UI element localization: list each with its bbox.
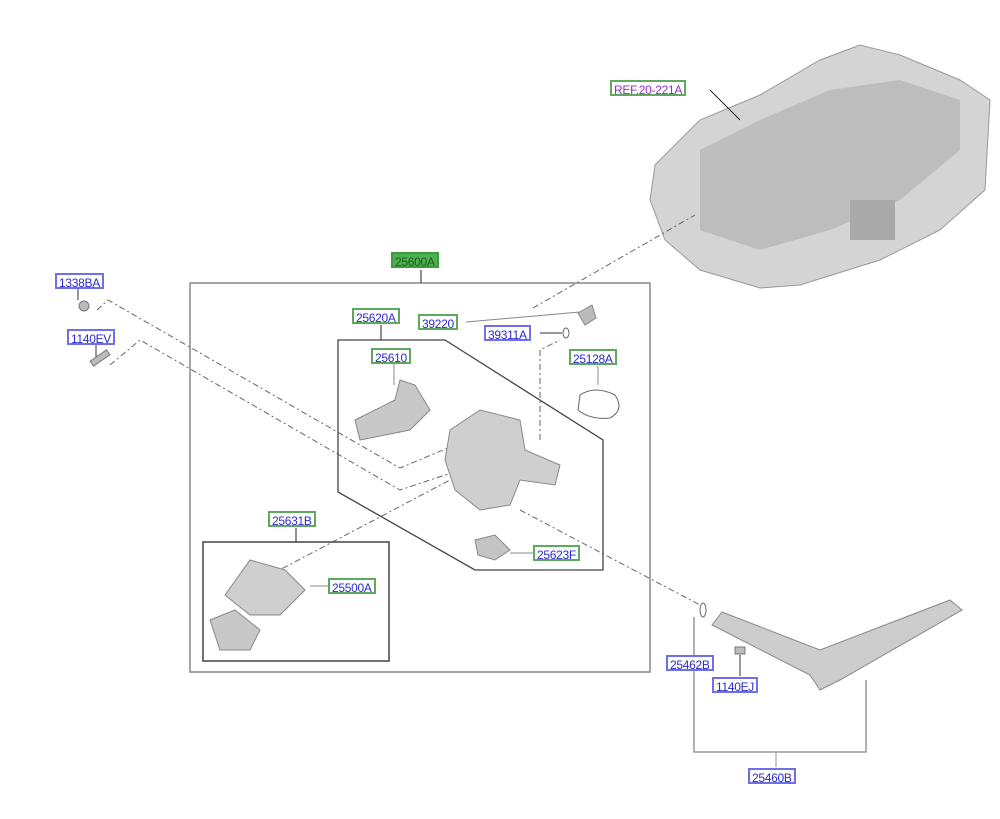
pipe-bracket-lines bbox=[693, 617, 867, 753]
part-label-25500A[interactable]: 25500A bbox=[328, 578, 376, 595]
assembly-label-25600A[interactable]: 25600A bbox=[391, 252, 439, 269]
part-label-39220[interactable]: 39220 bbox=[418, 314, 458, 331]
bolt-1140EV bbox=[89, 349, 111, 367]
gasket-25128A bbox=[577, 389, 620, 419]
sub-frame-25620A bbox=[337, 339, 604, 571]
cylinder-head-part bbox=[649, 44, 991, 289]
part-label-25620A[interactable]: 25620A bbox=[352, 308, 400, 325]
fitting-lower bbox=[209, 609, 261, 651]
bolt-1140EJ bbox=[734, 646, 746, 655]
part-label-25631B[interactable]: 25631B bbox=[268, 511, 316, 528]
ref-leader-line bbox=[709, 89, 741, 121]
oring-25462B bbox=[699, 602, 707, 618]
part-label-25128A[interactable]: 25128A bbox=[569, 349, 617, 366]
part-label-1140EV[interactable]: 1140EV bbox=[67, 329, 116, 346]
part-label-25623F[interactable]: 25623F bbox=[533, 545, 580, 562]
nut-1338BA bbox=[78, 300, 90, 312]
part-label-1338BA[interactable]: 1338BA bbox=[55, 273, 104, 290]
sensor-39220 bbox=[577, 304, 597, 326]
assembly-frame bbox=[189, 282, 651, 673]
coolant-pipe-25460B bbox=[711, 599, 963, 691]
reference-label[interactable]: REF.20-221A bbox=[610, 80, 687, 97]
housing-25500A bbox=[224, 559, 306, 616]
oring-39311A bbox=[562, 327, 570, 339]
part-label-25462B[interactable]: 25462B bbox=[666, 655, 714, 672]
hose-fitting-25610 bbox=[354, 379, 431, 441]
dash-dot-guide-lines bbox=[96, 214, 701, 606]
thermostat-housing bbox=[444, 409, 561, 511]
part-label-39311A[interactable]: 39311A bbox=[484, 325, 531, 342]
part-label-1140EJ[interactable]: 1140EJ bbox=[712, 677, 759, 694]
sensor-25623F bbox=[474, 534, 511, 561]
part-label-25610[interactable]: 25610 bbox=[371, 348, 411, 365]
part-label-25460B[interactable]: 25460B bbox=[748, 768, 796, 785]
